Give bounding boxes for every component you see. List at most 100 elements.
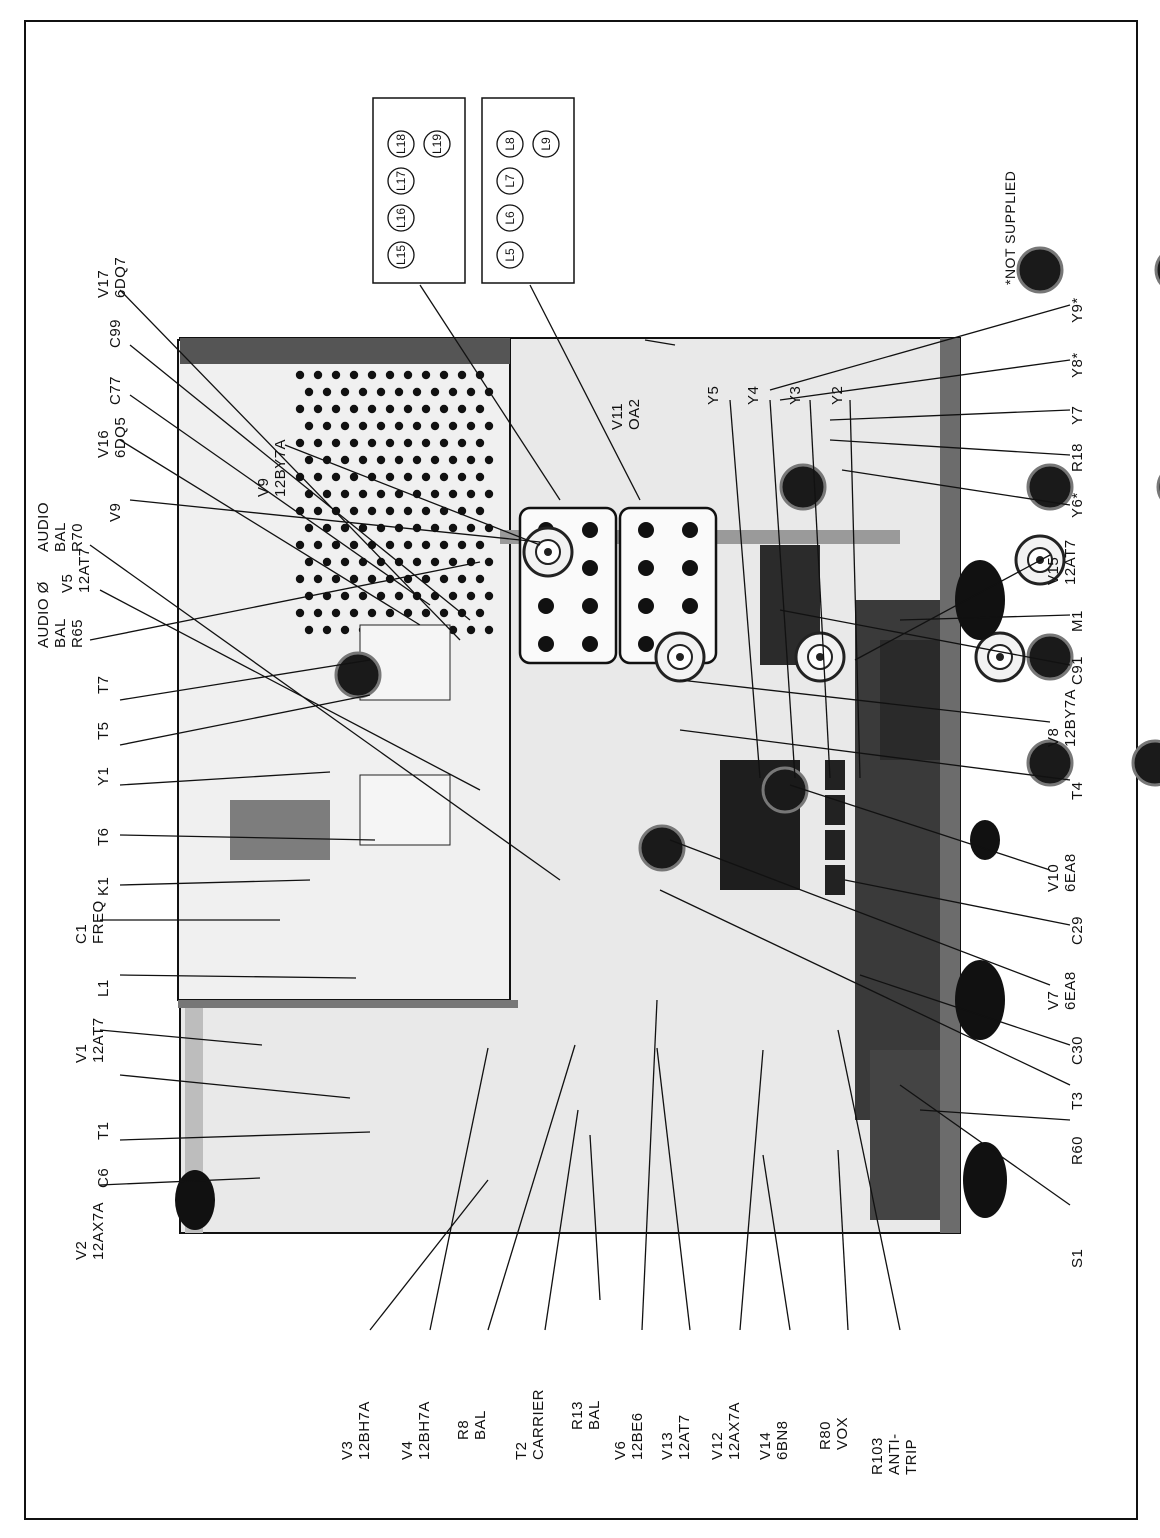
coil-marker	[496, 167, 524, 195]
leader-line	[529, 284, 641, 501]
label-v17-line: V17	[95, 270, 112, 298]
coil-label: L6	[503, 211, 517, 225]
coil-label: L8	[503, 137, 517, 151]
label-v11-line: V11	[609, 403, 626, 430]
label-y8-line: Y8*	[1069, 352, 1086, 378]
leader-line	[779, 359, 1071, 401]
leader-line	[119, 439, 421, 626]
label-v9-line: V9	[255, 478, 272, 497]
coil-marker	[496, 241, 524, 269]
label-v3-line: 12BH7A	[356, 1401, 373, 1460]
label-m1: M1	[1069, 610, 1086, 632]
label-y7: Y7	[1069, 406, 1086, 425]
coil-marker	[423, 130, 451, 158]
leader-line	[659, 889, 1071, 1086]
coil-label: L15	[394, 245, 408, 265]
leader-line	[429, 1047, 489, 1331]
label-c29: C29	[1069, 916, 1086, 945]
label-r65-line: AUDIO Ø	[35, 581, 52, 648]
label-r103-line: TRIP	[903, 1439, 920, 1475]
label-t3-line: T3	[1069, 1091, 1086, 1110]
label-y4-line: Y4	[745, 386, 762, 405]
leader-line	[119, 771, 331, 786]
coil-label: L9	[539, 137, 553, 151]
leader-line	[119, 694, 371, 746]
leader-line	[829, 439, 1071, 456]
leader-line	[841, 469, 1071, 506]
leader-line	[119, 289, 461, 641]
label-y9-line: Y9*	[1069, 297, 1086, 323]
leader-line	[729, 399, 761, 779]
leader-line	[644, 339, 676, 346]
leader-line	[487, 1044, 576, 1331]
coil-marker	[496, 204, 524, 232]
label-v11-line: OA2	[626, 398, 643, 430]
label-y6-line: Y6*	[1069, 492, 1086, 518]
label-r60: R60	[1069, 1136, 1086, 1165]
label-v15-line: 12AT7	[1062, 539, 1079, 585]
label-r103-line: R103	[869, 1437, 886, 1475]
label-m1-line: M1	[1069, 610, 1086, 632]
coil-label: L7	[503, 174, 517, 188]
label-v17-line: 6DQ7	[112, 257, 129, 298]
leader-line	[844, 879, 1071, 926]
label-r80-line: R80	[817, 1421, 834, 1450]
chassis-photo	[175, 246, 1160, 1234]
leader-line	[789, 784, 1051, 871]
label-t3: T3	[1069, 1091, 1086, 1110]
label-v14-line: 6BN8	[774, 1420, 791, 1460]
label-r80-line: VOX	[834, 1417, 851, 1450]
leader-line	[769, 399, 796, 779]
label-c1-line: C1	[73, 924, 90, 944]
leader-line	[89, 544, 561, 881]
coil-label: L16	[394, 208, 408, 228]
label-y7-line: Y7	[1069, 406, 1086, 425]
label-s1: S1	[1069, 1249, 1086, 1268]
label-v12-line: 12AX7A	[726, 1402, 743, 1460]
label-v1-line: 12AT7	[90, 1017, 107, 1063]
label-y2-line: Y2	[829, 386, 846, 405]
leader-line	[119, 879, 311, 886]
label-t7: T7	[95, 675, 112, 694]
label-r70-line: BAL	[52, 522, 69, 552]
leader-line	[129, 499, 541, 543]
leader-line	[854, 554, 1051, 661]
leader-line	[419, 284, 561, 501]
leader-line	[849, 399, 861, 779]
label-v10-line: 6EA8	[1062, 853, 1079, 892]
label-y5-line: Y5	[705, 386, 722, 405]
label-r70-line: AUDIO	[35, 502, 52, 552]
label-v2-line: V2	[73, 1241, 90, 1260]
label-v4-line: V4	[399, 1441, 416, 1460]
leader-line	[99, 589, 481, 791]
leader-line	[119, 834, 376, 841]
label-y4: Y4	[745, 386, 762, 405]
label-v7-line: 6EA8	[1062, 971, 1079, 1010]
coil-marker	[532, 130, 560, 158]
label-c99-line: C99	[107, 319, 124, 348]
label-c91: C91	[1069, 656, 1086, 685]
coil-marker	[387, 204, 415, 232]
leader-line	[679, 729, 1071, 781]
label-y3: Y3	[787, 386, 804, 405]
label-v15-line: V15	[1045, 557, 1062, 585]
label-t1: T1	[95, 1121, 112, 1140]
leader-line	[829, 409, 1071, 421]
label-v1-line: V1	[73, 1044, 90, 1063]
